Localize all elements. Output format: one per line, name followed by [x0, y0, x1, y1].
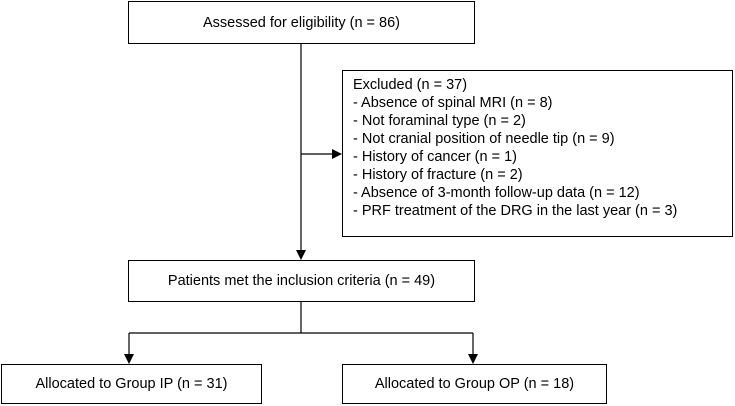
group-ip-box: Allocated to Group IP (n = 31)	[1, 364, 262, 404]
excluded-reason: - History of cancer (n = 1)	[353, 149, 517, 165]
excluded-reason: - History of fracture (n = 2)	[353, 167, 523, 183]
group-op-label: Allocated to Group OP (n = 18)	[374, 376, 575, 392]
group-ip-label: Allocated to Group IP (n = 31)	[35, 376, 228, 392]
excluded-reason: - Not cranial position of needle tip (n …	[353, 131, 615, 147]
excluded-reasons-list: - Absence of spinal MRI (n = 8) - Not fo…	[353, 94, 732, 220]
assessed-label: Assessed for eligibility (n = 86)	[202, 14, 401, 31]
group-op-box: Allocated to Group OP (n = 18)	[342, 364, 607, 404]
inclusion-box: Patients met the inclusion criteria (n =…	[128, 260, 475, 302]
assessed-box: Assessed for eligibility (n = 86)	[128, 1, 475, 44]
excluded-reason: - PRF treatment of the DRG in the last y…	[353, 203, 678, 219]
excluded-box: Excluded (n = 37) - Absence of spinal MR…	[342, 70, 733, 237]
inclusion-label: Patients met the inclusion criteria (n =…	[167, 273, 436, 289]
excluded-title: Excluded (n = 37)	[353, 77, 468, 93]
excluded-reason: - Not foraminal type (n = 2)	[353, 113, 526, 129]
excluded-reason: - Absence of 3-month follow-up data (n =…	[353, 185, 640, 201]
excluded-reason: - Absence of spinal MRI (n = 8)	[353, 95, 553, 111]
